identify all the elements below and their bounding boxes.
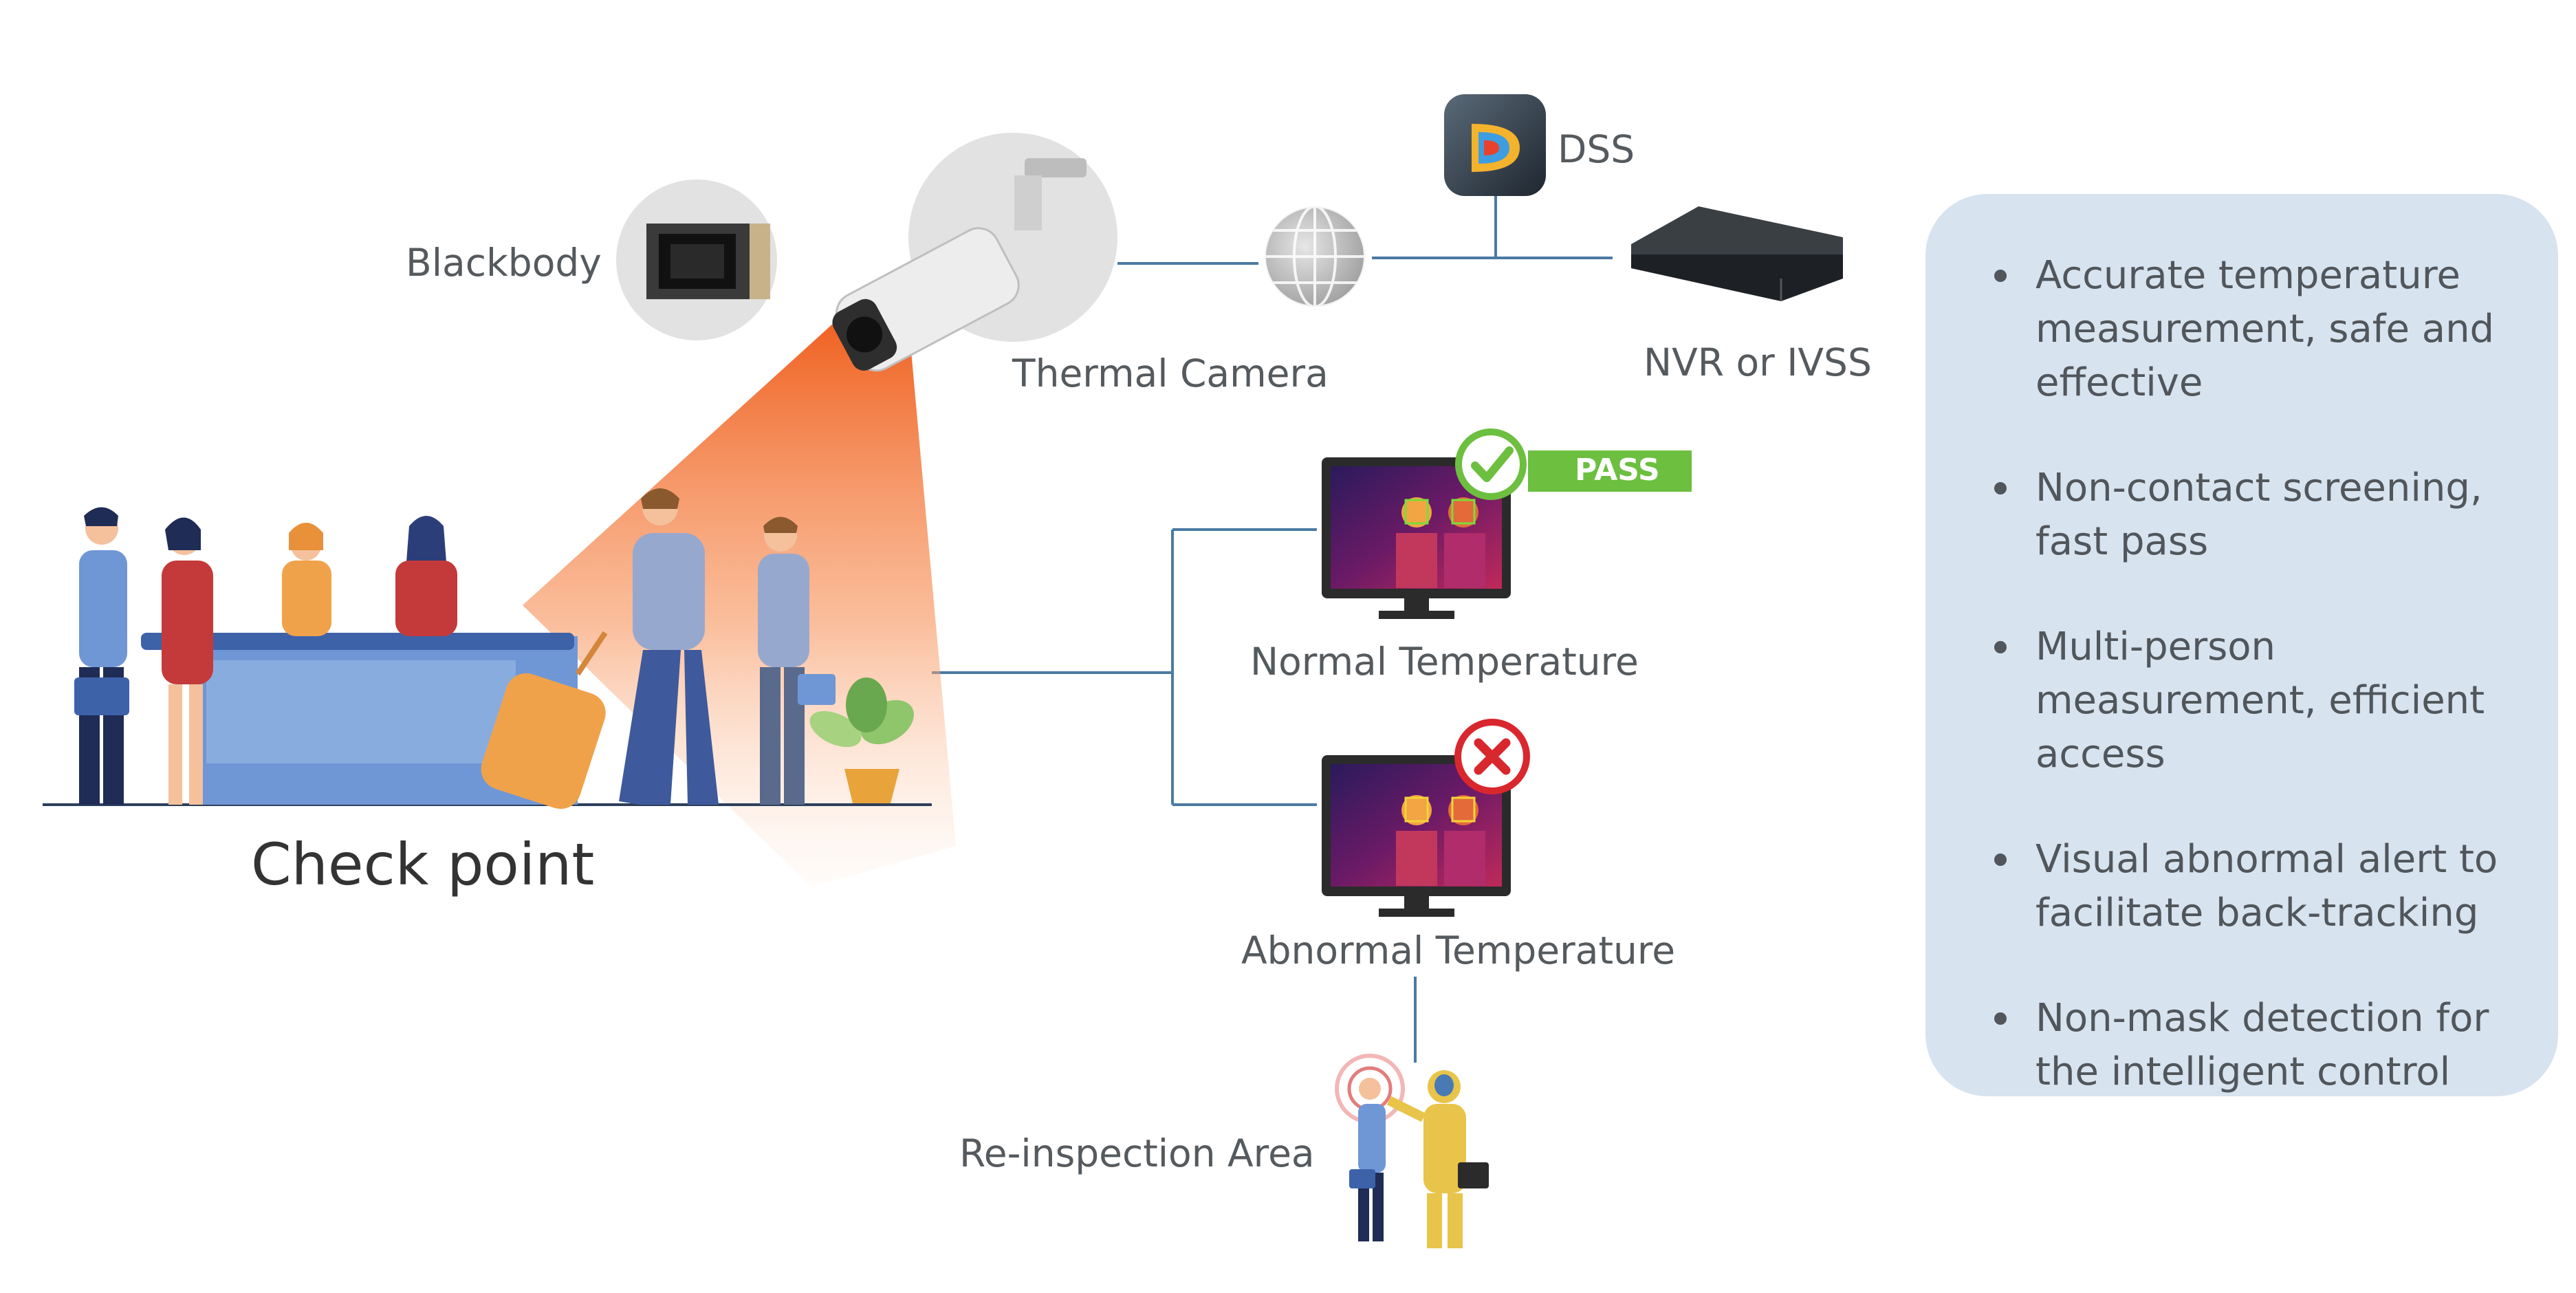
traveler-with-suitcase [481,488,719,810]
potted-plant-icon [809,677,914,803]
feature-item: Accurate temperature measurement, safe a… [1994,249,2537,410]
thermal-camera-icon [832,133,1117,372]
feature-item: Non-mask detection for the intelligent c… [1994,992,2537,1099]
feature-item: Non-contact screening, fast pass [1994,461,2537,569]
normal-temperature-label: Normal Temperature [1250,640,1639,684]
dss-app-icon [1444,94,1546,196]
thermal-camera-label: Thermal Camera [1012,351,1329,395]
inspector-hazmat [1386,1070,1489,1248]
nvr-device-icon [1631,206,1843,301]
blackbody-label: Blackbody [406,241,602,285]
globe-icon [1263,205,1366,308]
pass-badge [1455,428,1692,500]
check-point-label: Check point [251,831,595,898]
checkpoint-scene [43,488,932,810]
staff-person-1 [282,523,331,636]
feature-panel: Accurate temperature measurement, safe a… [1925,194,2558,1096]
feature-item: Visual abnormal alert to facilitate back… [1994,833,2537,940]
staff-person-2 [395,516,457,636]
customer-man-left [74,507,129,805]
reinspection-label: Re-inspection Area [959,1131,1315,1175]
normal-monitor-icon [1322,457,1511,619]
inspected-person [1349,1078,1386,1241]
abnormal-temperature-label: Abnormal Temperature [1241,928,1676,973]
nvr-label: NVR or IVSS [1644,340,1872,384]
alert-badge [1454,719,1530,794]
feature-list: Accurate temperature measurement, safe a… [1994,249,2537,1151]
traveler-walking [758,517,836,805]
connection-lines [932,196,1613,1063]
reinspection-scene [1335,1054,1489,1248]
customer-woman-left [162,517,213,805]
dss-label: DSS [1558,127,1635,171]
blackbody-icon [616,180,777,340]
feature-item: Multi-person measurement, efficient acce… [1994,620,2537,781]
pass-label: PASS [1575,453,1660,488]
